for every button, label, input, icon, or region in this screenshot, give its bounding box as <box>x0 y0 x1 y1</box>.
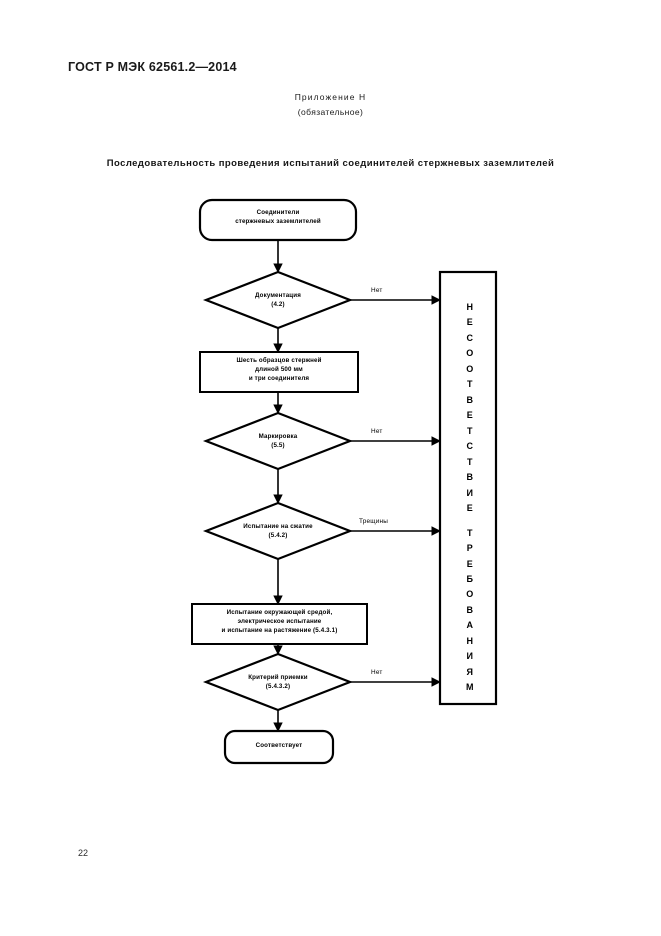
fail-panel-letter: С <box>466 441 474 452</box>
fail-panel-letter: И <box>466 651 474 662</box>
edge-label-marking-no: Нет <box>371 428 383 435</box>
fail-panel-letter: Т <box>467 425 473 436</box>
node-process-samples-shape <box>199 351 359 393</box>
fail-panel-letter: Н <box>466 635 474 646</box>
fail-panel-letter: Т <box>467 527 473 538</box>
fail-panel-word-gap <box>455 517 485 526</box>
annex-subtitle: (обязательное) <box>297 107 364 117</box>
fail-panel-letter: О <box>466 348 474 359</box>
fail-panel-letter: М <box>466 682 474 693</box>
node-end-pass-shape <box>223 729 335 765</box>
fail-panel-letter: Н <box>466 302 474 312</box>
fail-panel-letter: Т <box>467 456 473 467</box>
standard-reference: ГОСТ Р МЭК 62561.2—2014 <box>68 60 237 74</box>
fail-panel-letter: Е <box>466 317 474 328</box>
fail-panel-letter: В <box>466 604 474 615</box>
fail-panel-letter: О <box>466 363 474 374</box>
fail-panel-letter: В <box>466 472 474 483</box>
fail-panel-letter: Т <box>467 379 473 390</box>
edge-label-documentation-no: Нет <box>371 287 383 294</box>
node-decision-marking-shape <box>202 411 354 471</box>
node-decision-documentation-shape <box>202 270 354 330</box>
fail-panel-letter: Е <box>466 503 474 514</box>
figure-title: Последовательность проведения испытаний … <box>106 158 555 169</box>
node-decision-compression-shape <box>202 501 354 561</box>
node-process-env-shape <box>191 603 368 645</box>
fail-panel-letter: Р <box>466 543 474 554</box>
fail-panel-letter: И <box>466 487 474 498</box>
node-start-shape <box>198 198 358 242</box>
fail-panel-letter: Б <box>466 573 474 584</box>
annex-heading: Приложение Н (обязательное) <box>0 92 661 117</box>
page-number: 22 <box>78 848 89 858</box>
fail-panel-letter: Е <box>466 558 474 569</box>
fail-panel-letter: А <box>466 620 474 631</box>
node-decision-acceptance-shape <box>202 652 354 712</box>
fail-panel-letter: В <box>466 394 474 405</box>
edge-label-acceptance-no: Нет <box>371 669 383 676</box>
fail-panel-letter: С <box>466 332 474 343</box>
fail-panel-letter: Я <box>466 666 474 677</box>
fail-panel-letter: О <box>466 589 474 600</box>
fail-panel-letter: Е <box>466 410 474 421</box>
annex-title: Приложение Н <box>294 92 367 102</box>
edge-label-compression-cracks: Трещины <box>359 518 389 525</box>
node-fail-panel-shape <box>438 270 498 706</box>
